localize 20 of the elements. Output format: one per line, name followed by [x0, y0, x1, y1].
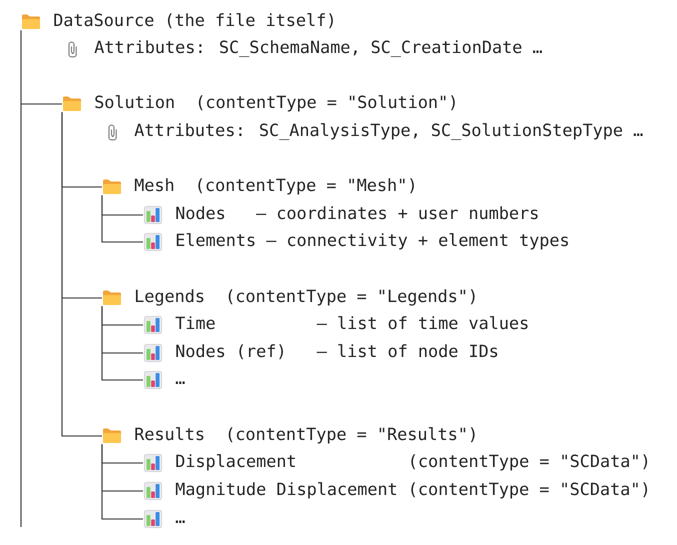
tree-item: DataSource (the file itself) — [54, 13, 333, 28]
tree-item: Nodes — coordinates + user numbers — [176, 206, 538, 220]
tree-item: Nodes (ref) — list of node IDs — [176, 344, 498, 360]
tree-connector — [101, 195, 143, 243]
tree-item: … — [176, 382, 185, 384]
tree-item: Attributes: SC_SchemaName, SC_CreationDate … — [94, 40, 542, 57]
tree-item: Results (contentType = "Results") — [135, 427, 475, 444]
tree-item: Mesh (contentType = "Mesh") — [134, 178, 414, 194]
tree-item: Solution (contentType = "Solution") — [95, 95, 455, 112]
tree-item: Attributes: SC_AnalysisType, SC_SolutionStepType … — [134, 123, 643, 140]
tree-item: Magnitude Displacement (contentType = "SCData") — [176, 482, 648, 499]
tree-connector — [101, 306, 143, 381]
tree-item: … — [176, 520, 185, 523]
tree-item: Displacement (contentType = "SCData") — [176, 454, 648, 470]
tree-item: Elements — connectivity + element types — [176, 233, 568, 250]
tree-connector — [101, 444, 143, 520]
tree-item: Legends (contentType = "Legends") — [136, 289, 475, 306]
tree-item: Time — list of time values — [176, 316, 528, 330]
tree-connector — [61, 112, 102, 437]
tree-connector — [20, 30, 62, 105]
